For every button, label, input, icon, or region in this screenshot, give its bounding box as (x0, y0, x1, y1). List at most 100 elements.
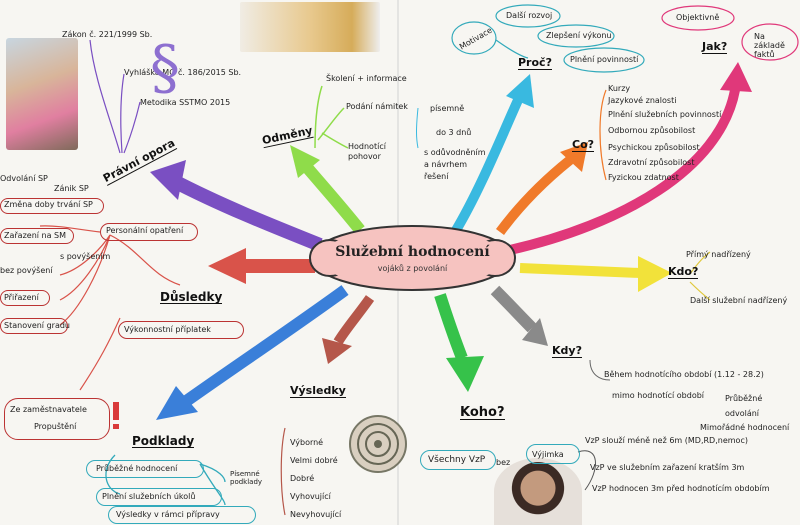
dusledky-left: Zánik SP (54, 184, 89, 193)
podklady-item: Plnění služebních úkolů (102, 492, 196, 501)
skoleni-item: Podání námitek (346, 102, 408, 111)
vysledky-item: Dobré (290, 474, 315, 483)
co-bracket (599, 89, 607, 181)
kdo-connector-1 (689, 251, 711, 275)
jak-item: Na základě faktů (754, 32, 785, 59)
photo-hand-coins (240, 2, 380, 52)
arrow-kdy (490, 285, 548, 346)
koho-vyjimka: VzP ve služebním zařazení kratším 3m (590, 463, 745, 472)
arrow-dusledky (208, 248, 315, 284)
arrow-pravni (150, 160, 323, 252)
proc-bubbles (451, 4, 645, 73)
skoleni-pisemne: do 3 dnů (436, 128, 472, 137)
podklady-item: Písemné podklady (230, 470, 263, 486)
dusledky-header: Důsledky (160, 290, 223, 304)
podklady-item: Výsledky v rámci přípravy (116, 510, 220, 519)
kdo-item: Další služební nadřízený (690, 296, 788, 305)
proc-item: Plnění povinností (570, 55, 639, 64)
skoleni-note: a návrhem (424, 160, 468, 169)
kdy-item: Během hodnotícího období (1.12 - 28.2) (604, 370, 764, 379)
kdy-sub: Mimořádné hodnocení (700, 423, 790, 432)
dusledky-pill-prirazeni (0, 290, 50, 306)
proc-item: Zlepšení výkonu (546, 31, 612, 40)
dusledky-left: Odvolání SP (0, 174, 48, 183)
dusledky-extra: Ze zaměstnavatele (10, 405, 87, 414)
koho-item: Výjimka (532, 450, 564, 459)
podklady-pill-1 (86, 460, 204, 478)
pravni-item: Vyhláška MO č. 186/2015 Sb. (124, 68, 242, 77)
arrow-podklady (156, 285, 349, 420)
kdy-header: Kdy? (552, 344, 582, 358)
skoleni-note: s odůvodněním (424, 148, 486, 157)
central-title: Služební hodnocení (335, 244, 490, 260)
skoleni-item: Hodnotící pohovor (348, 142, 386, 161)
co-item: Odbornou způsobilost (608, 126, 696, 135)
paragraph-icon: § (150, 33, 180, 103)
co-item: Fyzickou zdatnost (608, 173, 679, 182)
kdo-item: Přímý nadřízený (686, 250, 751, 259)
dusledky-extra: Propuštění (34, 422, 77, 431)
co-header: Co? (572, 138, 595, 152)
dusledky-left: Změna doby trvání SP (4, 200, 93, 209)
kdy-sub: odvolání (725, 409, 760, 418)
dusledky-left: Stanovení gradu (4, 321, 70, 330)
arrow-koho (434, 293, 484, 392)
dusledky-left: Zařazení na SM (4, 231, 67, 240)
exclamation-icon (113, 402, 119, 429)
vysledky-item: Velmi dobré (290, 456, 338, 465)
arrow-co (495, 142, 588, 235)
skoleni-pisemne: písemně (430, 104, 465, 113)
kdy-connector (589, 359, 611, 381)
dusledky-left: s povýšením (60, 252, 111, 261)
koho-vyjimka: VzP hodnocen 3m před hodnotícím obdobím (592, 484, 770, 493)
co-item: Zdravotní způsobilost (608, 158, 695, 167)
skoleni-note: řešení (424, 172, 449, 181)
dusledky-item: Personální opatření (106, 226, 184, 235)
co-item: Psychickou způsobilost (608, 143, 700, 152)
target-icon (349, 415, 407, 473)
co-item: Plnění služebních povinností (608, 110, 722, 119)
vysledky-item: Výborné (290, 438, 324, 447)
jak-header: Jak? (702, 40, 728, 54)
arrow-kdo (519, 256, 672, 292)
podklady-item: Průběžné hodnocení (96, 464, 178, 473)
co-item: Kurzy (608, 84, 631, 93)
proc-header: Proč? (518, 56, 552, 70)
koho-item: bez (496, 458, 511, 467)
kdo-header: Kdo? (668, 265, 699, 279)
arrow-jak (508, 62, 752, 255)
koho-vyjimka: VzP slouží méně než 6m (MD,RD,nemoc) (585, 436, 748, 445)
dusledky-pill-zmena (0, 198, 104, 214)
dusledky-pill-vykonnostni (118, 321, 244, 339)
jak-bubbles (661, 5, 799, 61)
kdy-item: mimo hodnotící období (612, 391, 705, 400)
dusledky-pill-stanoveni (0, 318, 68, 334)
photo-person-thinking (494, 458, 582, 525)
podklady-header: Podklady (132, 434, 195, 448)
dusledky-pill-propusteni (4, 398, 110, 440)
dusledky-pill-zarazeni (0, 228, 74, 244)
vysledky-item: Vyhovující (290, 492, 331, 501)
pravni-item: Zákon č. 221/1999 Sb. (62, 30, 153, 39)
pravni-connectors (89, 39, 141, 154)
vysledky-bracket (280, 427, 286, 516)
skoleni-item: Školení + informace (326, 74, 407, 83)
koho-header: Koho? (460, 405, 505, 420)
proc-item: Další rozvoj (506, 11, 553, 20)
arrow-proc (450, 74, 534, 235)
kdo-connector-2 (689, 281, 711, 301)
jak-item: Objektivně (676, 13, 720, 22)
photo-soldiers-celebrating (6, 38, 78, 150)
pravni-item: Metodika SSTMO 2015 (140, 98, 231, 107)
koho-item: Všechny VzP (428, 455, 486, 465)
dusledky-connectors (39, 225, 181, 391)
central-cloud (309, 225, 516, 291)
central-subtitle: vojáků z povolání (377, 264, 448, 273)
koho-pill-1 (420, 450, 496, 470)
skoleni-connectors (314, 85, 419, 149)
kdy-sub: Průběžné (725, 394, 763, 403)
co-item: Jazykové znalosti (608, 96, 677, 105)
arrow-vysledky (322, 295, 375, 364)
arrow-odmeny (290, 145, 365, 234)
